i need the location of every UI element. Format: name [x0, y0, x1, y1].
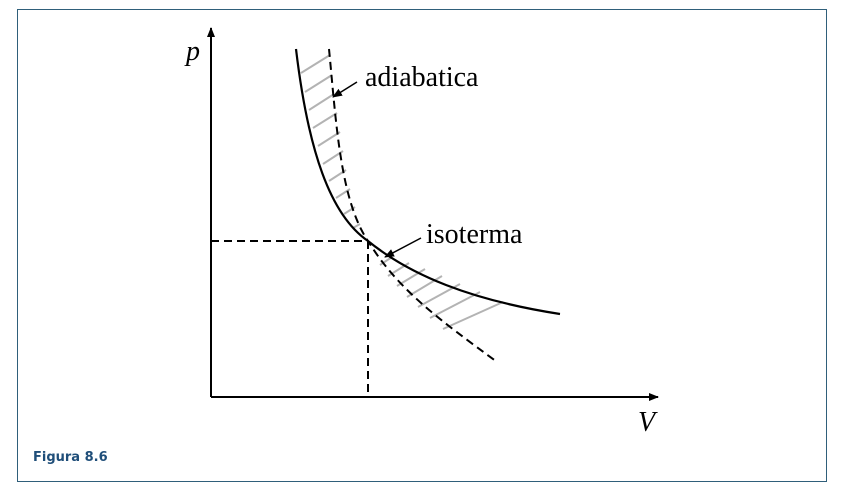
- adiabat-label-arrow: [332, 81, 358, 98]
- figure-caption: Figura 8.6: [33, 450, 108, 465]
- isotherm-curve: [294, 48, 561, 316]
- figure-frame: [17, 9, 827, 482]
- x-axis-label: V: [638, 407, 658, 438]
- isotherm-label-arrow: [384, 237, 422, 258]
- hatch-lower: [379, 256, 504, 330]
- y-axis-label: p: [184, 36, 200, 67]
- adiabat-label: adiabatica: [365, 62, 479, 93]
- hatch-upper: [300, 54, 361, 229]
- isotherm-label: isoterma: [426, 219, 523, 250]
